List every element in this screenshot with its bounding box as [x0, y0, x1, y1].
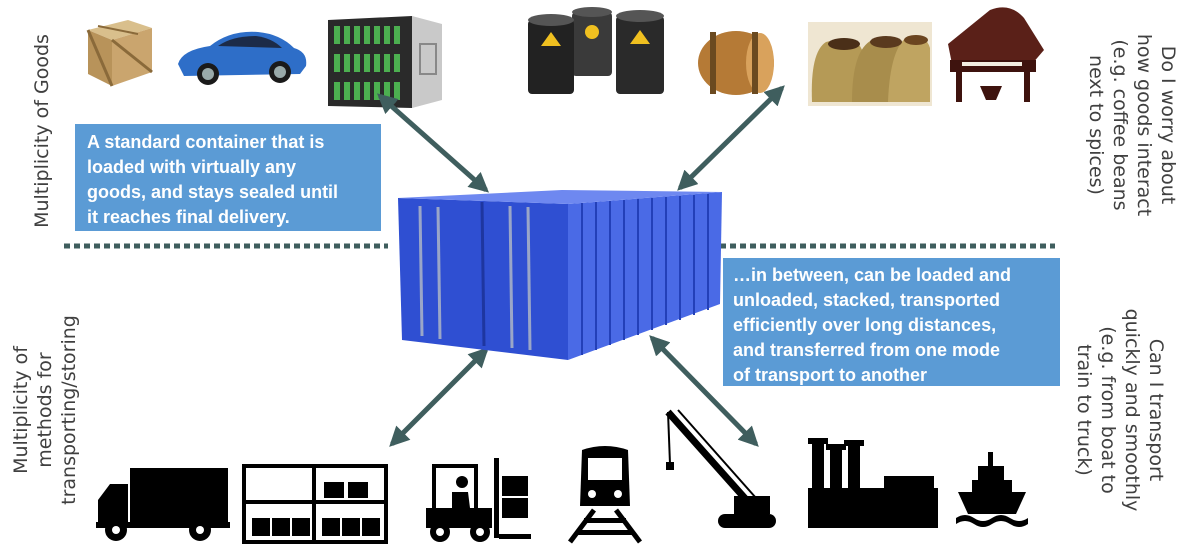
container-description-box: A standard container that is loaded with… [75, 124, 381, 231]
crane-icon [665, 409, 776, 528]
grand-piano-icon [948, 7, 1044, 102]
arrow-container-to-crane [649, 335, 759, 447]
truck-icon [96, 468, 230, 541]
transport-description-box: …in between, can be loaded and unloaded,… [723, 258, 1060, 386]
ship-icon [956, 452, 1028, 527]
grain-sacks-icon [808, 22, 932, 106]
train-icon [568, 446, 642, 544]
arrow-container-to-rack [389, 347, 489, 447]
oil-barrels-icon [528, 7, 664, 94]
shipping-container-icon [398, 190, 722, 360]
wine-barrel-icon [698, 31, 774, 95]
wooden-crate-icon [86, 20, 153, 87]
factory-icon [808, 438, 938, 528]
arrow-servers-to-container [377, 93, 489, 193]
forklift-icon [426, 458, 531, 542]
arrow-sacks-to-container [677, 85, 785, 191]
sports-car-icon [178, 31, 307, 85]
server-rack-icon [328, 16, 442, 108]
warehouse-rack-icon [242, 464, 388, 544]
